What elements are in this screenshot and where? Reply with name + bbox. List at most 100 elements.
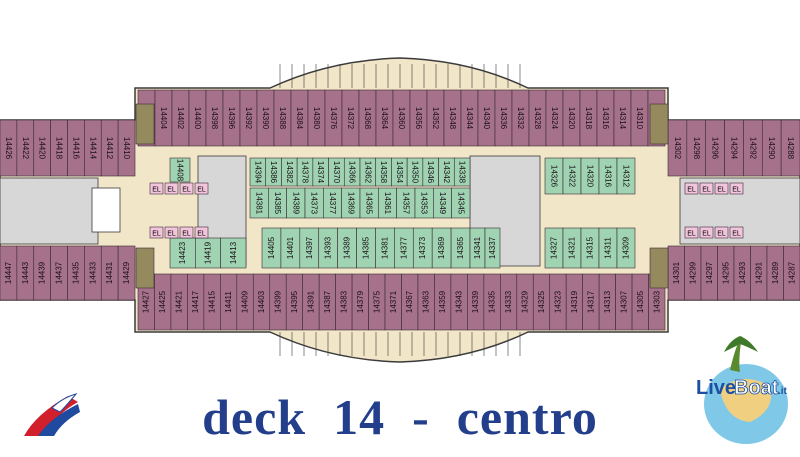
inner-row3-center-cabin[interactable] xyxy=(484,227,501,269)
top-outer-center-cabin-number: 14392 xyxy=(244,107,253,130)
inner-row1-cabin-number: 14358 xyxy=(379,161,388,184)
bottom-outer-left-cabin-number: 14429 xyxy=(122,261,131,284)
aft-bottom-elevator-label: EL xyxy=(687,231,696,238)
bottom-outer-left-cabin-number: 14439 xyxy=(38,261,47,284)
bottom-outer-right-cabin-number: 14297 xyxy=(705,261,714,284)
inner-row3-cabin-number: 14381 xyxy=(380,236,389,259)
top-outer-left-cabin-number: 14426 xyxy=(4,137,13,160)
bottom-outer-center-cabin-number: 14371 xyxy=(389,290,398,313)
bottom-outer-center-cabin-number: 14303 xyxy=(652,290,661,313)
top-outer-center-cabin-number: 14324 xyxy=(550,107,559,130)
top-outer-center-cabin-number: 14352 xyxy=(431,107,440,130)
bottom-outer-center-cabin-number: 14411 xyxy=(224,291,233,313)
top-outer-left-cabin-number: 14410 xyxy=(122,137,131,160)
inner-row2-cabin-number: 14353 xyxy=(420,192,429,215)
inner-top-left-cabin[interactable] xyxy=(169,157,191,183)
bottom-outer-center-cabin-number: 14335 xyxy=(488,290,497,313)
bottom-outer-left-cabin[interactable] xyxy=(117,245,136,301)
forward-bottom-elevator-label: EL xyxy=(167,231,176,238)
bottom-outer-center-cabin-number: 14319 xyxy=(570,290,579,313)
bottom-outer-center-cabin-number: 14427 xyxy=(142,290,151,313)
bottom-outer-center-cabin-number: 14417 xyxy=(191,290,200,313)
inner-row1-right-cabin[interactable] xyxy=(616,157,636,195)
liveboat-watermark: Live Boat .it xyxy=(696,336,788,444)
top-outer-left-cabin-number: 14418 xyxy=(55,137,64,160)
aft-top-elevator-label: EL xyxy=(732,187,741,194)
bottom-outer-center-cabin-number: 14399 xyxy=(273,290,282,313)
watermark-boat: Boat xyxy=(734,377,779,399)
inner-row3-right-cabin[interactable] xyxy=(616,227,636,269)
bottom-outer-left-cabin-number: 14431 xyxy=(105,261,114,284)
bottom-outer-right-cabin[interactable] xyxy=(783,245,800,301)
inner-row2-cabin-number: 14381 xyxy=(255,192,264,215)
top-outer-left-cabin-number: 14420 xyxy=(38,137,47,160)
top-outer-right-cabin-number: 14292 xyxy=(748,137,757,160)
inner-row3-right-cabin-number: 14327 xyxy=(550,236,559,259)
top-outer-center-cabin-number: 14316 xyxy=(601,107,610,130)
aft-bottom-elevator xyxy=(699,226,714,239)
suite-cabin[interactable] xyxy=(135,103,155,145)
bottom-outer-center-cabin-number: 14313 xyxy=(603,290,612,313)
bottom-outer-right-cabin-number: 14295 xyxy=(721,261,730,284)
top-outer-center-cabin-number: 14396 xyxy=(227,107,236,130)
aft-bottom-elevator-label: EL xyxy=(732,231,741,238)
inner-row2-cabin-number: 14389 xyxy=(291,192,300,215)
top-outer-center-cabin-number: 14314 xyxy=(618,107,627,130)
forward-top-elevator-label: EL xyxy=(197,187,206,194)
top-outer-center-cabin-number: 14348 xyxy=(448,107,457,130)
forward-top-elevator xyxy=(179,182,194,195)
inner-row2-cabin-number: 14377 xyxy=(328,192,337,215)
suite-cabin[interactable] xyxy=(135,247,155,289)
bottom-outer-center-cabin-number: 14339 xyxy=(471,290,480,313)
bottom-outer-center-cabin-number: 14383 xyxy=(339,290,348,313)
top-outer-left-cabin[interactable] xyxy=(117,119,136,177)
bottom-outer-center-cabin-number: 14409 xyxy=(241,290,250,313)
aft-bottom-elevator-label: EL xyxy=(702,231,711,238)
bottom-outer-left-cabin-number: 14435 xyxy=(71,261,80,284)
inner-row3-center-cabin-number: 14337 xyxy=(488,236,497,259)
bottom-outer-right-cabin-number: 14291 xyxy=(754,261,763,284)
forward-top-elevator xyxy=(164,182,179,195)
inner-row1-cabin-number: 14394 xyxy=(253,161,262,184)
deck-title: deck 14 - centro xyxy=(202,389,598,445)
inner-bottom-left-cabin[interactable] xyxy=(220,237,247,269)
top-outer-center-cabin-number: 14344 xyxy=(465,107,474,130)
inner-row2-cabin-number: 14365 xyxy=(365,192,374,215)
top-outer-center-cabin-number: 14404 xyxy=(159,107,168,130)
bottom-outer-left-cabin-number: 14437 xyxy=(55,261,64,284)
inner-row3-cabin-number: 14377 xyxy=(399,236,408,259)
bottom-outer-right-cabin-number: 14289 xyxy=(771,261,780,284)
suite-cabin[interactable] xyxy=(649,103,669,145)
inner-row3-right-cabin-number: 14311 xyxy=(604,237,613,259)
watermark-suffix: .it xyxy=(778,386,788,397)
top-outer-center-cabin-number: 14332 xyxy=(516,107,525,130)
bottom-outer-right-cabin-number: 14287 xyxy=(787,261,796,284)
top-outer-right-cabin[interactable] xyxy=(780,119,800,177)
top-outer-center-cabin-number: 14388 xyxy=(278,107,287,130)
inner-row3-right-cabin-number: 14315 xyxy=(586,236,595,259)
inner-row2-cabin-number: 14345 xyxy=(456,192,465,215)
inner-row1-cabin-number: 14374 xyxy=(316,161,325,184)
forward-bottom-elevator xyxy=(164,226,179,239)
inner-row1-cabin[interactable] xyxy=(453,157,471,187)
bottom-outer-right-cabin-number: 14293 xyxy=(738,261,747,284)
top-outer-center-cabin-number: 14398 xyxy=(210,107,219,130)
forward-bottom-elevator xyxy=(179,226,194,239)
top-outer-center-cabin-number: 14384 xyxy=(295,107,304,130)
inner-row2-cabin-number: 14349 xyxy=(438,192,447,215)
top-outer-center-cabin-number: 14364 xyxy=(380,107,389,130)
top-outer-center-cabin-number: 14376 xyxy=(329,107,338,130)
top-outer-center-cabin-number: 14320 xyxy=(567,107,576,130)
bottom-outer-center-cabin-number: 14329 xyxy=(521,290,530,313)
inner-row3-cabin-number: 14393 xyxy=(324,236,333,259)
top-outer-left-cabin-number: 14416 xyxy=(71,137,80,160)
aft-top-elevator-label: EL xyxy=(702,187,711,194)
top-outer-right-cabin-number: 14294 xyxy=(730,137,739,160)
inner-row1-cabin-number: 14342 xyxy=(442,161,451,184)
suite-cabin[interactable] xyxy=(649,247,669,289)
inner-bottom-left-cabin[interactable] xyxy=(195,237,221,269)
inner-row2-cabin[interactable] xyxy=(451,187,471,219)
